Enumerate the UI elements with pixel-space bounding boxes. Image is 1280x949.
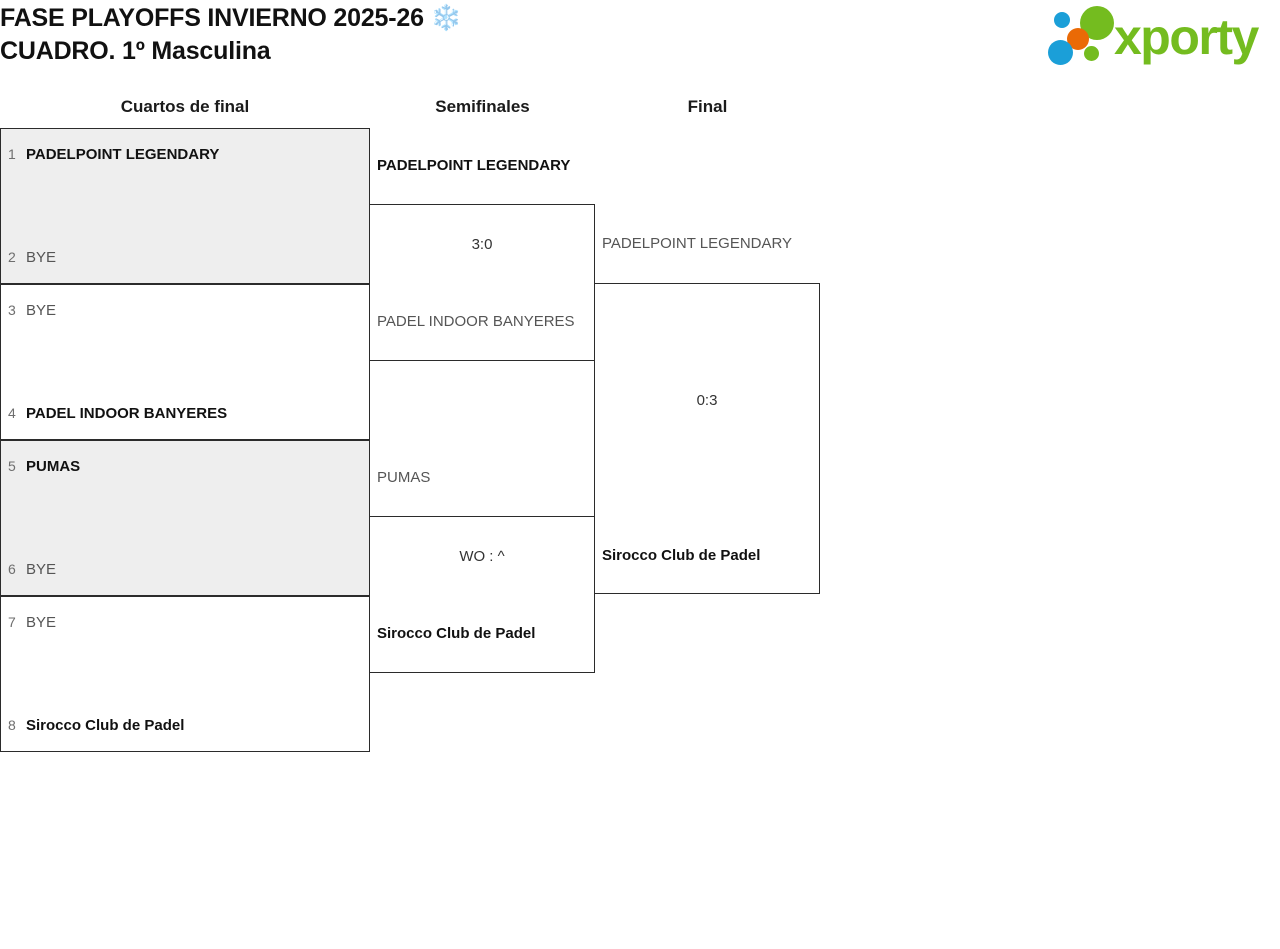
seed-number: 8	[8, 717, 16, 733]
page-header: FASE PLAYOFFS INVIERNO 2025-26 ❄️ CUADRO…	[0, 0, 1280, 72]
team-name: BYE	[26, 560, 57, 578]
team-name: BYE	[26, 613, 57, 631]
match-slot[interactable]: 3 BYE	[1, 297, 369, 323]
final-team-top[interactable]: PADELPOINT LEGENDARY	[602, 234, 817, 254]
logo-dot-blue-small	[1054, 12, 1070, 28]
logo-wordmark: xporty	[1114, 9, 1259, 65]
seed-number: 2	[8, 249, 16, 265]
match-slot[interactable]: 5 PUMAS	[1, 453, 369, 479]
quarterfinal-match-1[interactable]: 1 PADELPOINT LEGENDARY 2 BYE	[0, 128, 370, 284]
round-header-semifinals: Semifinales	[435, 97, 530, 116]
page-title: FASE PLAYOFFS INVIERNO 2025-26 ❄️ CUADRO…	[0, 4, 462, 65]
semifinal-2-score: WO : ^	[459, 548, 505, 565]
match-slot[interactable]: 4 PADEL INDOOR BANYERES	[1, 400, 369, 426]
match-slot[interactable]: 1 PADELPOINT LEGENDARY	[1, 141, 369, 167]
final-match[interactable]	[594, 283, 820, 594]
seed-number: 1	[8, 146, 16, 162]
match-slot[interactable]: 7 BYE	[1, 609, 369, 635]
team-name: Sirocco Club de Padel	[26, 716, 185, 734]
quarterfinal-match-4[interactable]: 7 BYE 8 Sirocco Club de Padel	[0, 596, 370, 752]
logo-dots-icon	[1048, 4, 1122, 68]
team-name: BYE	[26, 248, 57, 266]
team-name: PADELPOINT LEGENDARY	[602, 235, 793, 252]
team-name: PADELPOINT LEGENDARY	[377, 157, 571, 174]
seed-number: 7	[8, 614, 16, 630]
team-name: PUMAS	[377, 469, 431, 486]
logo-dot-green-small	[1084, 46, 1099, 61]
final-team-bottom[interactable]: Sirocco Club de Padel	[602, 546, 817, 566]
seed-number: 5	[8, 458, 16, 474]
semifinal-2-team-top[interactable]: PUMAS	[377, 468, 592, 488]
match-slot[interactable]: 8 Sirocco Club de Padel	[1, 712, 369, 738]
team-name: Sirocco Club de Padel	[602, 547, 761, 564]
quarterfinal-match-2[interactable]: 3 BYE 4 PADEL INDOOR BANYERES	[0, 284, 370, 440]
match-slot[interactable]: 6 BYE	[1, 556, 369, 582]
match-slot[interactable]: 2 BYE	[1, 244, 369, 270]
team-name: Sirocco Club de Padel	[377, 625, 536, 642]
seed-number: 3	[8, 302, 16, 318]
logo-dot-blue-large	[1048, 40, 1073, 65]
quarterfinal-match-3[interactable]: 5 PUMAS 6 BYE	[0, 440, 370, 596]
semifinal-match-2[interactable]	[369, 516, 595, 673]
logo-dot-orange	[1067, 28, 1089, 50]
round-header-final: Final	[687, 97, 728, 116]
team-name: PADELPOINT LEGENDARY	[26, 145, 220, 163]
semifinal-1-team-bottom[interactable]: PADEL INDOOR BANYERES	[377, 312, 592, 332]
semifinal-match-1[interactable]	[369, 204, 595, 361]
team-name: PADEL INDOOR BANYERES	[377, 313, 575, 330]
team-name: PUMAS	[26, 457, 81, 475]
seed-number: 4	[8, 405, 16, 421]
round-header-quarterfinals: Cuartos de final	[120, 97, 250, 116]
semifinal-2-team-bottom[interactable]: Sirocco Club de Padel	[377, 624, 592, 644]
seed-number: 6	[8, 561, 16, 577]
team-name: BYE	[26, 301, 57, 319]
semifinal-1-team-top[interactable]: PADELPOINT LEGENDARY	[377, 156, 592, 176]
final-score: 0:3	[696, 392, 718, 409]
semifinal-1-score: 3:0	[471, 236, 493, 253]
xporty-logo: xporty	[1048, 4, 1276, 68]
team-name: PADEL INDOOR BANYERES	[26, 404, 228, 422]
